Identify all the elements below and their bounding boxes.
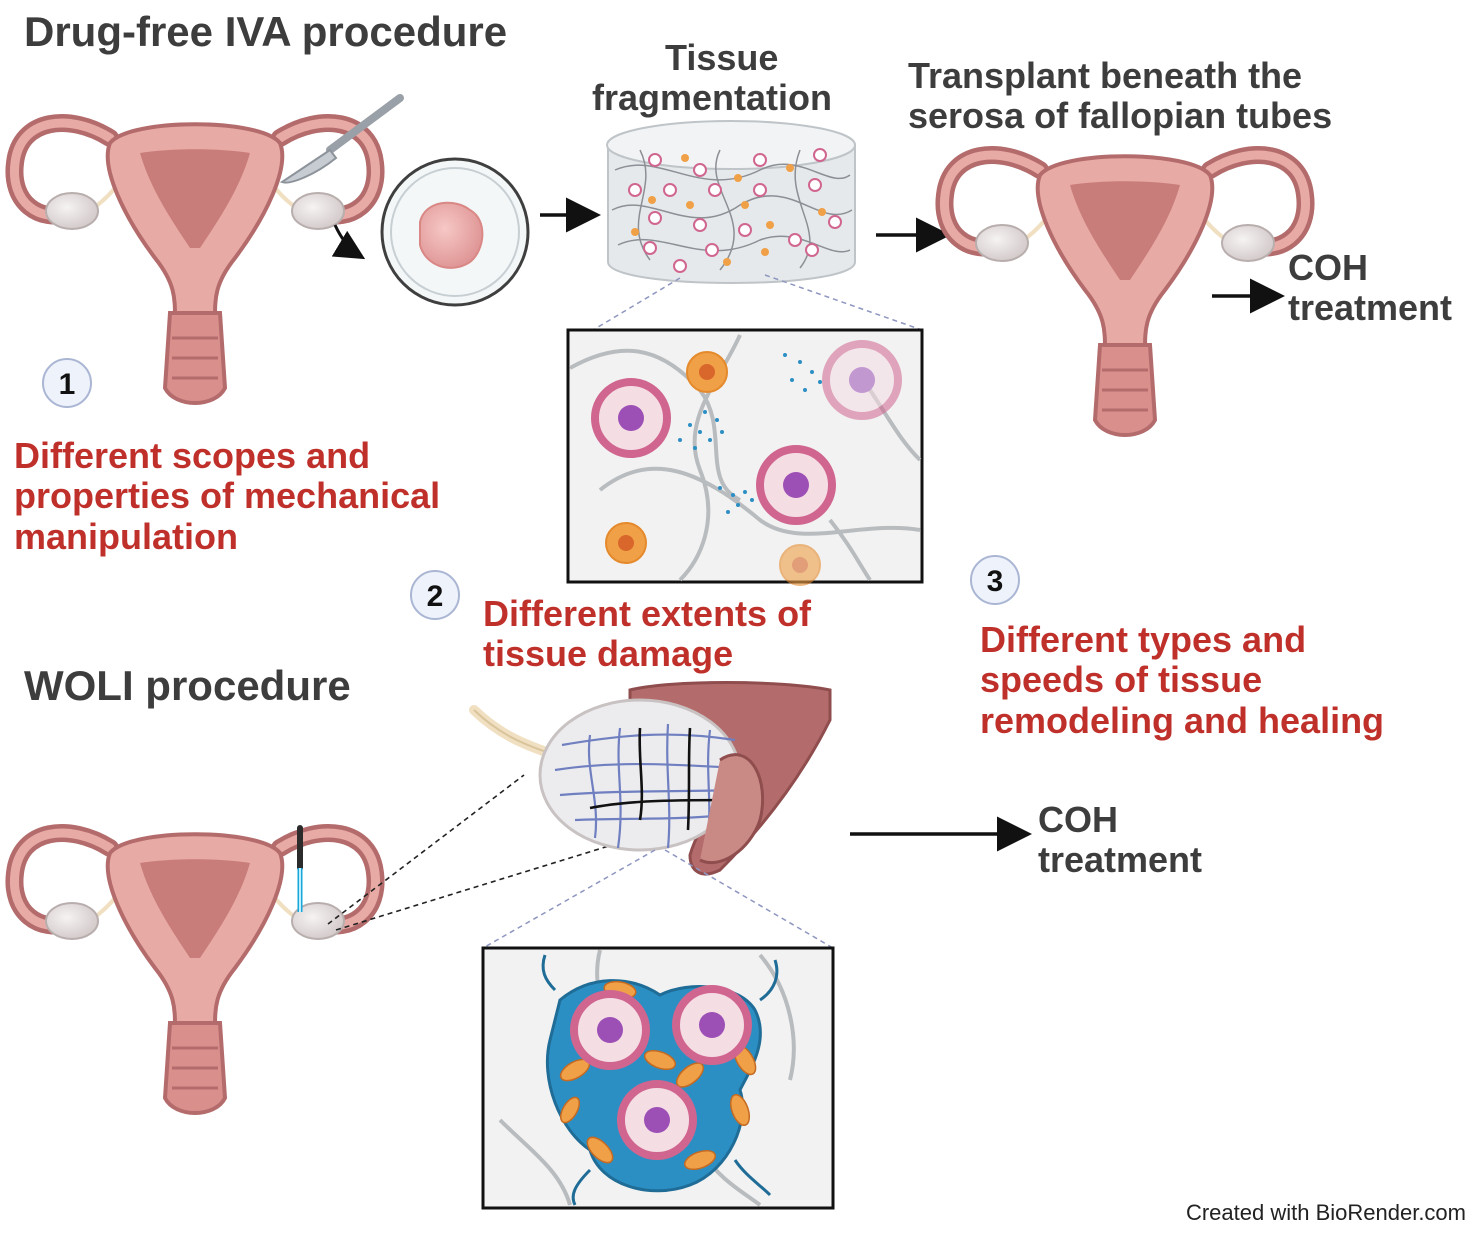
coh-top-line-2: treatment <box>1288 287 1453 329</box>
coh-bottom-line-1: COH <box>1038 799 1118 840</box>
biorender-credit: Created with BioRender.com <box>1185 1200 1466 1225</box>
point-1-text: Different scopes and properties of mecha… <box>14 435 441 557</box>
point-2-line-2: tissue damage <box>483 633 734 675</box>
point-3-line-1: Different types and <box>980 619 1307 660</box>
point-3-line-2: speeds of tissue <box>980 659 1263 701</box>
coh-treatment-bottom: COH treatment <box>1038 799 1203 881</box>
magnified-ovary-illustration <box>469 681 832 876</box>
iva-procedure-title: Drug-free IVA procedure <box>24 8 508 55</box>
point-3-line-3: remodeling and healing <box>980 699 1385 741</box>
coh-bottom-line-2: treatment <box>1038 839 1203 881</box>
tissue-fragmentation-label: Tissue fragmentation <box>0 37 1452 119</box>
point-1-line-1: Different scopes and <box>14 435 371 476</box>
tissue-fragmentation-line-1: Tissue <box>665 37 779 78</box>
point-2-line-1: Different extents of <box>483 593 812 634</box>
point-3-badge: 3 <box>970 555 1020 605</box>
scalpel-icon <box>279 94 404 184</box>
point-3-text: Different types and speeds of tissue rem… <box>980 619 1385 741</box>
fragmentation-cylinder-icon <box>606 120 856 284</box>
point-1-line-2: properties of mechanical <box>14 475 441 517</box>
petri-dish-icon <box>380 157 530 307</box>
point-1-line-3: manipulation <box>14 515 238 557</box>
point-1-badge: 1 <box>42 358 92 408</box>
coh-treatment-top: COH treatment <box>1288 247 1453 329</box>
coh-top-line-1: COH <box>1288 247 1368 288</box>
point-2-badge: 2 <box>410 570 460 620</box>
arrow-ovary-to-dish <box>331 224 366 260</box>
uterus-woli-illustration <box>14 833 375 1113</box>
woli-procedure-title: WOLI procedure <box>24 662 351 709</box>
tissue-fragmentation-line-2: fragmentation <box>592 77 833 119</box>
transplant-label: Transplant beneath the serosa of fallopi… <box>908 55 1333 137</box>
transplant-line-1: Transplant beneath the <box>908 55 1303 96</box>
zoom-inset-woli <box>481 946 835 1210</box>
zoom-inset-fragmented <box>566 328 924 586</box>
transplant-line-2: serosa of fallopian tubes <box>908 95 1333 137</box>
point-2-text: Different extents of tissue damage <box>483 593 812 675</box>
